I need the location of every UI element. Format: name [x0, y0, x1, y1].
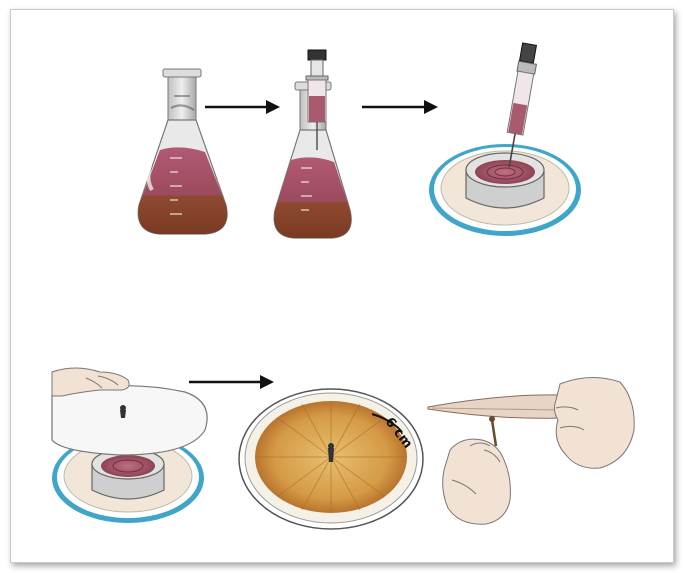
arrow-3: [189, 375, 274, 389]
arrow-1: [205, 100, 280, 114]
flask-1: [138, 69, 227, 234]
filter-paper: [52, 386, 207, 455]
plate-with-cylinder: [429, 144, 581, 236]
flask-2-with-syringe: [274, 50, 351, 238]
colony-plate: 6 cm: [239, 389, 423, 529]
hands-with-knife: [428, 377, 634, 524]
arrow-2: [362, 100, 438, 114]
